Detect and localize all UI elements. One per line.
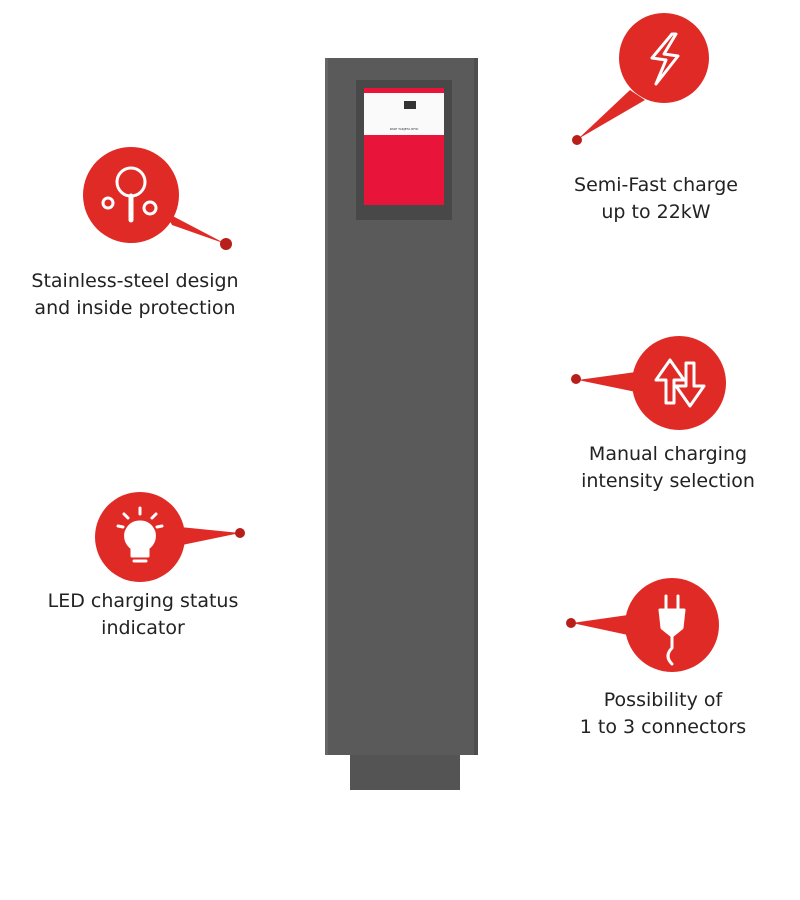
screen-text: PASE TARJETA RFID <box>389 127 419 131</box>
bubble-manual <box>571 336 726 430</box>
lightning-icon <box>650 32 680 86</box>
up-down-arrows-icon <box>654 358 706 408</box>
label-line: intensity selection <box>581 470 755 492</box>
feature-label-manual: Manual charging intensity selection <box>538 441 798 495</box>
feature-label-connectors: Possibility of 1 to 3 connectors <box>533 687 793 741</box>
bubble-semi-fast <box>572 13 709 145</box>
magnifier-gears-icon <box>101 166 158 223</box>
charging-station-base <box>350 755 460 790</box>
label-line: 1 to 3 connectors <box>579 716 747 738</box>
screen-content: PASE TARJETA RFID <box>364 93 444 135</box>
label-line: Semi-Fast charge <box>574 174 738 196</box>
feature-label-stainless: Stainless-steel design and inside protec… <box>5 268 265 322</box>
label-line: Manual charging <box>588 443 748 465</box>
label-line: indicator <box>101 617 185 639</box>
bubble-plug <box>566 578 719 672</box>
label-line: Possibility of <box>603 689 723 711</box>
label-line: up to 22kW <box>601 201 711 223</box>
light-bulb-icon <box>116 506 164 563</box>
feature-label-led: LED charging status indicator <box>13 588 273 642</box>
plug-icon <box>658 594 686 666</box>
charger-screen: PASE TARJETA RFID <box>364 88 444 205</box>
feature-label-semi-fast: Semi-Fast charge up to 22kW <box>526 172 786 226</box>
label-line: LED charging status <box>47 590 239 612</box>
rfid-card-icon <box>404 101 416 109</box>
label-line: and inside protection <box>34 297 236 319</box>
label-line: Stainless-steel design <box>31 270 239 292</box>
bubble-led <box>95 492 245 582</box>
